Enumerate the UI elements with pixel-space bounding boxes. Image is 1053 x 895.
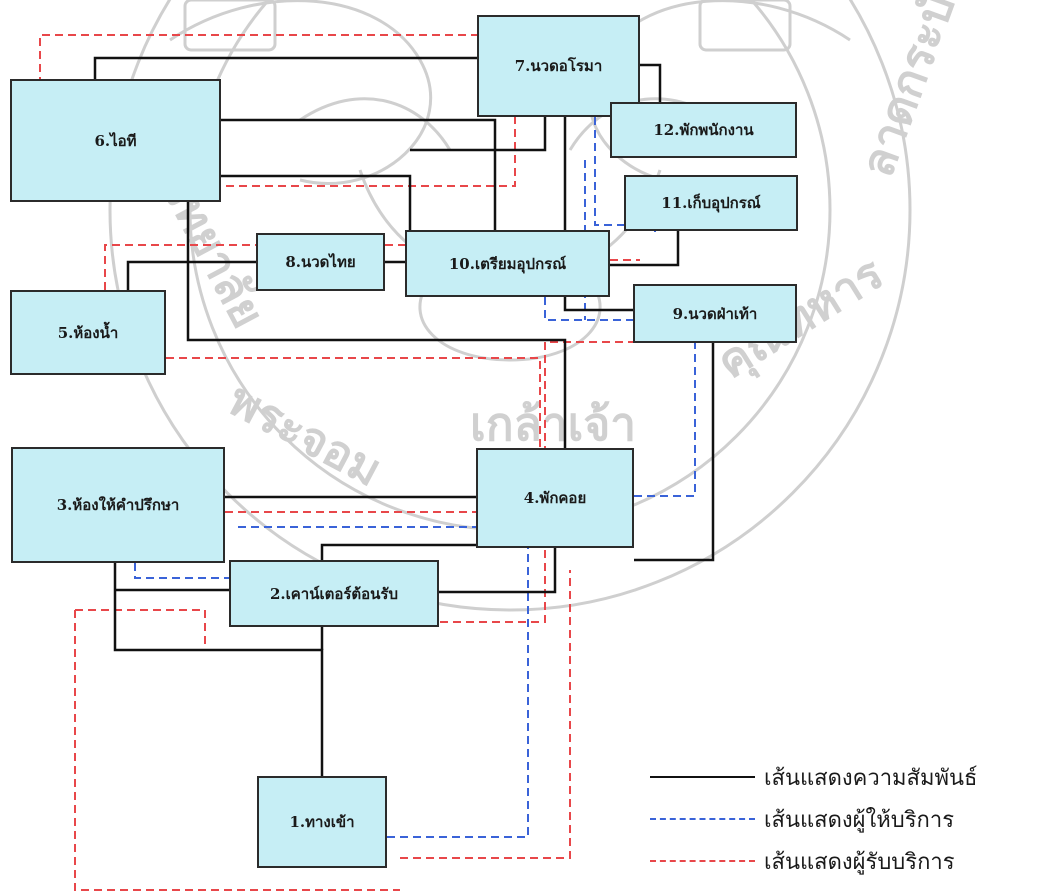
provider-path (634, 343, 696, 497)
blue-dashed-swatch (650, 818, 755, 820)
relationship-path (640, 63, 662, 102)
room-label: 5.ห้องน้ำ (57, 323, 119, 342)
relationship-path (439, 548, 557, 594)
recipient-path (166, 357, 541, 450)
legend-label: เส้นแสดงผู้รับบริการ (764, 850, 955, 875)
room-label: 3.ห้องให้คำปรึกษา (56, 496, 180, 514)
legend-label: เส้นแสดงความสัมพันธ์ (764, 766, 978, 791)
provider-path (387, 548, 529, 838)
room-reception: 2.เคาน์เตอร์ต้อนรับ (229, 560, 439, 627)
relationship-path (93, 56, 477, 79)
red-dashed-swatch (650, 860, 755, 862)
recipient-path (104, 244, 256, 290)
room-storage: 11.เก็บอุปกรณ์ (624, 175, 798, 231)
solid-line-swatch (650, 776, 755, 778)
room-label: 7.นวดอโรมา (514, 57, 603, 75)
room-consultation: 3.ห้องให้คำปรึกษา (11, 447, 225, 563)
recipient-path (74, 610, 400, 891)
room-label: 10.เตรียมอุปกรณ์ (448, 254, 567, 273)
legend-item-relationship: เส้นแสดงความสัมพันธ์ (650, 756, 1050, 796)
relationship-path (634, 343, 715, 562)
room-foot-massage: 9.นวดฝ่าเท้า (633, 284, 797, 343)
room-prep: 10.เตรียมอุปกรณ์ (405, 230, 610, 297)
room-label: 11.เก็บอุปกรณ์ (661, 194, 761, 212)
provider-path (544, 297, 634, 321)
relationship-path (610, 231, 680, 267)
recipient-path (75, 609, 230, 651)
legend: เส้นแสดงความสัมพันธ์ เส้นแสดงผู้ให้บริกา… (650, 756, 1050, 886)
relationship-path (113, 563, 324, 776)
room-label: 12.พักพนักงาน (653, 121, 754, 139)
room-thai-yoga: 6.ไอที (10, 79, 221, 202)
relationship-path (563, 117, 634, 312)
relationship-paths (93, 56, 715, 776)
room-label: 2.เคาน์เตอร์ต้อนรับ (269, 584, 398, 603)
room-label: 8.นวดไทย (285, 253, 356, 271)
legend-item-recipient: เส้นแสดงผู้รับบริการ (650, 840, 1050, 880)
room-label: 6.ไอที (94, 131, 137, 150)
legend-item-provider: เส้นแสดงผู้ให้บริการ (650, 798, 1050, 838)
room-bathroom: 5.ห้องน้ำ (10, 290, 166, 375)
room-label: 4.พักคอย (523, 489, 587, 507)
relationship-path (221, 118, 497, 230)
room-staff-rest: 12.พักพนักงาน (610, 102, 797, 158)
relationship-path (320, 543, 476, 560)
room-aroma: 7.นวดอโรมา (477, 15, 640, 117)
recipient-path (440, 341, 634, 623)
relationship-path (186, 202, 567, 448)
provider-path (134, 563, 229, 579)
relationship-path (410, 117, 547, 152)
recipient-path (400, 570, 571, 859)
room-waiting: 4.พักคอย (476, 448, 634, 548)
room-thai-massage: 8.นวดไทย (256, 233, 385, 291)
legend-label: เส้นแสดงผู้ให้บริการ (764, 808, 955, 833)
room-entrance: 1.ทางเข้า (257, 776, 387, 868)
room-label: 1.ทางเข้า (289, 813, 355, 831)
room-label: 9.นวดฝ่าเท้า (672, 304, 758, 323)
relationship-path (126, 260, 256, 290)
